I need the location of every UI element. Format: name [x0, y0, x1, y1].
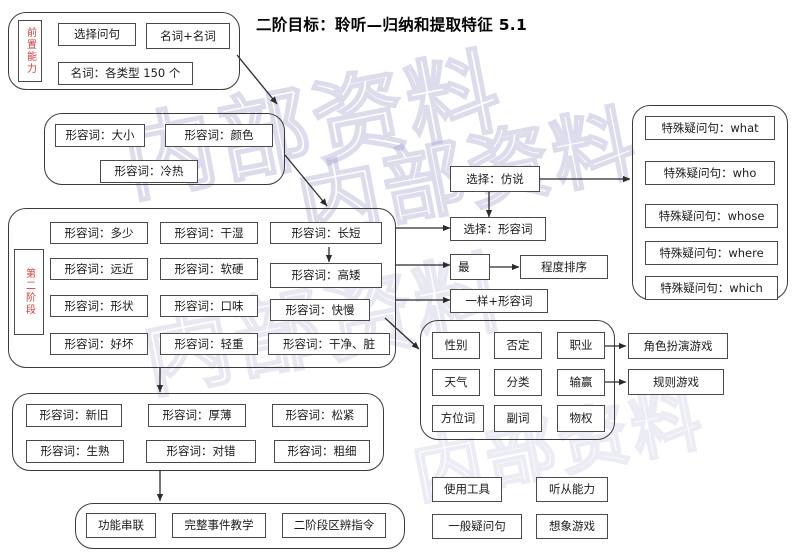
node-box[interactable]: 天气: [432, 369, 480, 396]
node-box[interactable]: 听从能力: [536, 477, 608, 502]
node-box[interactable]: 完整事件教学: [172, 513, 266, 538]
node-box[interactable]: 形容词：冷热: [100, 160, 198, 183]
node-box[interactable]: 形容词：软硬: [160, 258, 258, 280]
node-box[interactable]: 形容词：远近: [50, 258, 148, 280]
node-box[interactable]: 形容词：多少: [50, 222, 148, 244]
node-box[interactable]: 使用工具: [432, 477, 502, 502]
node-box[interactable]: 特殊疑问句：what: [645, 116, 775, 140]
node-box[interactable]: 形容词：干湿: [160, 222, 258, 244]
node-box[interactable]: 副词: [494, 405, 542, 432]
node-box[interactable]: 形容词：厚薄: [148, 404, 246, 427]
node-box[interactable]: 规则游戏: [628, 369, 724, 395]
node-box[interactable]: 方位词: [432, 405, 484, 432]
node-box[interactable]: 选择：仿说: [450, 166, 540, 192]
node-box[interactable]: 形容词：松紧: [272, 404, 368, 427]
node-box[interactable]: 特殊疑问句：which: [645, 276, 778, 300]
extended-adjectives-group: [12, 393, 384, 471]
second-stage-label: 第二阶段: [14, 249, 44, 335]
node-box[interactable]: 功能串联: [86, 513, 156, 538]
node-box[interactable]: 最: [450, 254, 490, 280]
node-box[interactable]: 名词：各类型 150 个: [58, 62, 193, 85]
node-box[interactable]: 选择：形容词: [450, 217, 546, 241]
node-box[interactable]: 特殊疑问句：where: [645, 241, 778, 265]
node-box[interactable]: 形容词：形状: [50, 295, 148, 317]
node-box[interactable]: 形容词：粗细: [274, 440, 370, 463]
node-box[interactable]: 物权: [557, 405, 605, 432]
node-box[interactable]: 程度排序: [520, 255, 608, 279]
page-title: 二阶目标：聆听—归纳和提取特征 5.1: [256, 16, 528, 34]
node-box[interactable]: 形容词：口味: [160, 295, 258, 317]
second-stage-group: [8, 208, 396, 368]
node-box[interactable]: 形容词：快慢: [270, 299, 370, 321]
node-box[interactable]: 形容词：好坏: [50, 333, 148, 355]
prerequisite-stage-label: 前置能力: [18, 20, 42, 82]
node-box[interactable]: 职业: [557, 332, 605, 359]
node-box[interactable]: 形容词：生熟: [26, 440, 124, 463]
node-box[interactable]: 形容词：高矮: [270, 263, 382, 288]
instruction-group: [75, 503, 405, 549]
prerequisite-group: [8, 12, 240, 90]
node-box[interactable]: 角色扮演游戏: [628, 333, 728, 359]
node-box[interactable]: 形容词：长短: [270, 222, 382, 244]
node-box[interactable]: 二阶段区辨指令: [282, 513, 386, 538]
node-box[interactable]: 形容词：轻重: [160, 333, 258, 355]
node-box[interactable]: 一般疑问句: [432, 514, 522, 539]
node-box[interactable]: 特殊疑问句：whose: [645, 204, 778, 228]
node-box[interactable]: 形容词：新旧: [26, 404, 122, 427]
node-box[interactable]: 特殊疑问句：who: [645, 161, 775, 185]
node-box[interactable]: 输赢: [557, 369, 605, 396]
node-box[interactable]: 名词+名词: [146, 23, 230, 49]
node-box[interactable]: 一样+形容词: [450, 289, 548, 313]
node-box[interactable]: 选择问句: [58, 23, 136, 46]
basic-adjectives-group: [44, 113, 285, 185]
node-box[interactable]: 形容词：对错: [146, 440, 256, 463]
node-box[interactable]: 形容词：干净、脏: [268, 333, 390, 355]
node-box[interactable]: 分类: [494, 369, 542, 396]
node-box[interactable]: 否定: [494, 332, 542, 359]
node-box[interactable]: 性别: [432, 332, 480, 359]
node-box[interactable]: 形容词：颜色: [165, 124, 273, 147]
node-box[interactable]: 形容词：大小: [55, 124, 145, 147]
concepts-group: [420, 320, 615, 440]
node-box[interactable]: 想象游戏: [536, 514, 608, 539]
